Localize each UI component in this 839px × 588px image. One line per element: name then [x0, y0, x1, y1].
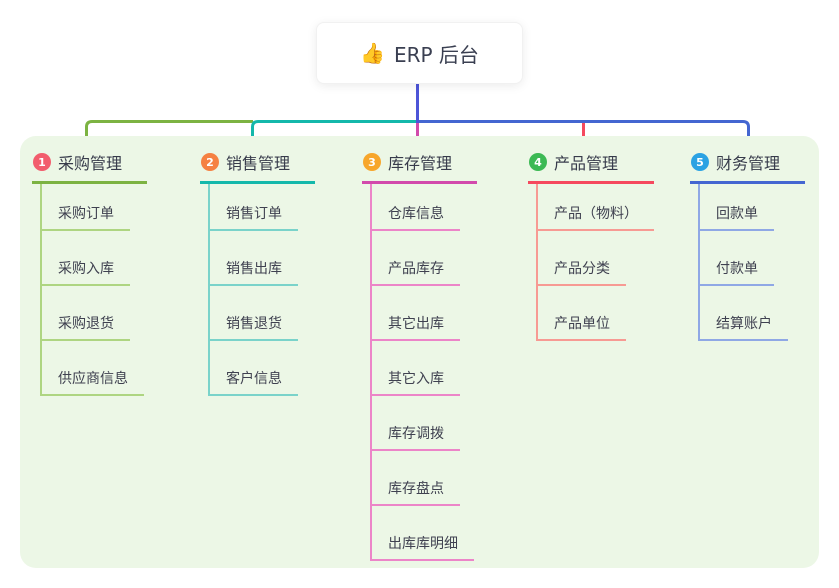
branch-label: 库存管理 [388, 154, 453, 173]
branch-finance: 5 财务管理 回款单 付款单 结算账户 [690, 150, 805, 341]
branch-header-inventory[interactable]: 3 库存管理 [362, 150, 477, 184]
branch-number-badge: 5 [691, 153, 709, 171]
branch-label: 采购管理 [58, 154, 123, 173]
node-item[interactable]: 产品（物料） [538, 184, 654, 231]
node-item[interactable]: 客户信息 [210, 341, 298, 396]
thumbs-up-icon: 👍 [360, 41, 385, 65]
node-item[interactable]: 库存调拨 [372, 396, 460, 451]
node-item[interactable]: 销售退货 [210, 286, 298, 341]
node-item[interactable]: 付款单 [700, 231, 774, 286]
branch-children: 回款单 付款单 结算账户 [698, 184, 788, 341]
branch-header-sales[interactable]: 2 销售管理 [200, 150, 315, 184]
root-node-erp[interactable]: 👍 ERP 后台 [316, 22, 523, 84]
node-item[interactable]: 销售订单 [210, 184, 298, 231]
branch-children: 产品（物料） 产品分类 产品单位 [536, 184, 654, 341]
branch-children: 采购订单 采购入库 采购退货 供应商信息 [40, 184, 144, 396]
node-item[interactable]: 销售出库 [210, 231, 298, 286]
root-node-label: ERP 后台 [393, 42, 479, 67]
node-item[interactable]: 回款单 [700, 184, 774, 231]
node-item[interactable]: 产品分类 [538, 231, 626, 286]
branch-number-badge: 3 [363, 153, 381, 171]
branch-label: 财务管理 [716, 154, 781, 173]
node-item[interactable]: 库存盘点 [372, 451, 460, 506]
branch-header-purchase[interactable]: 1 采购管理 [32, 150, 147, 184]
node-item[interactable]: 仓库信息 [372, 184, 460, 231]
node-item[interactable]: 采购退货 [42, 286, 130, 341]
branch-header-product[interactable]: 4 产品管理 [528, 150, 654, 184]
node-item[interactable]: 其它入库 [372, 341, 460, 396]
node-item[interactable]: 其它出库 [372, 286, 460, 341]
branch-children: 销售订单 销售出库 销售退货 客户信息 [208, 184, 298, 396]
mindmap-panel: 1 采购管理 采购订单 采购入库 采购退货 供应商信息 2 销售管理 销售订单 … [20, 136, 819, 568]
branch-inventory: 3 库存管理 仓库信息 产品库存 其它出库 其它入库 库存调拨 库存盘点 出库库… [362, 150, 477, 561]
node-item[interactable]: 采购入库 [42, 231, 130, 286]
node-item[interactable]: 结算账户 [700, 286, 788, 341]
branch-children: 仓库信息 产品库存 其它出库 其它入库 库存调拨 库存盘点 出库库明细 [370, 184, 474, 561]
branch-number-badge: 2 [201, 153, 219, 171]
branch-sales: 2 销售管理 销售订单 销售出库 销售退货 客户信息 [200, 150, 315, 396]
node-item[interactable]: 采购订单 [42, 184, 130, 231]
branch-header-finance[interactable]: 5 财务管理 [690, 150, 805, 184]
node-item[interactable]: 出库库明细 [372, 506, 474, 561]
branch-number-badge: 4 [529, 153, 547, 171]
branch-number-badge: 1 [33, 153, 51, 171]
node-item[interactable]: 产品库存 [372, 231, 460, 286]
branch-label: 销售管理 [226, 154, 291, 173]
branch-purchase: 1 采购管理 采购订单 采购入库 采购退货 供应商信息 [32, 150, 147, 396]
branch-product: 4 产品管理 产品（物料） 产品分类 产品单位 [528, 150, 654, 341]
node-item[interactable]: 供应商信息 [42, 341, 144, 396]
branch-label: 产品管理 [554, 154, 619, 173]
node-item[interactable]: 产品单位 [538, 286, 626, 341]
